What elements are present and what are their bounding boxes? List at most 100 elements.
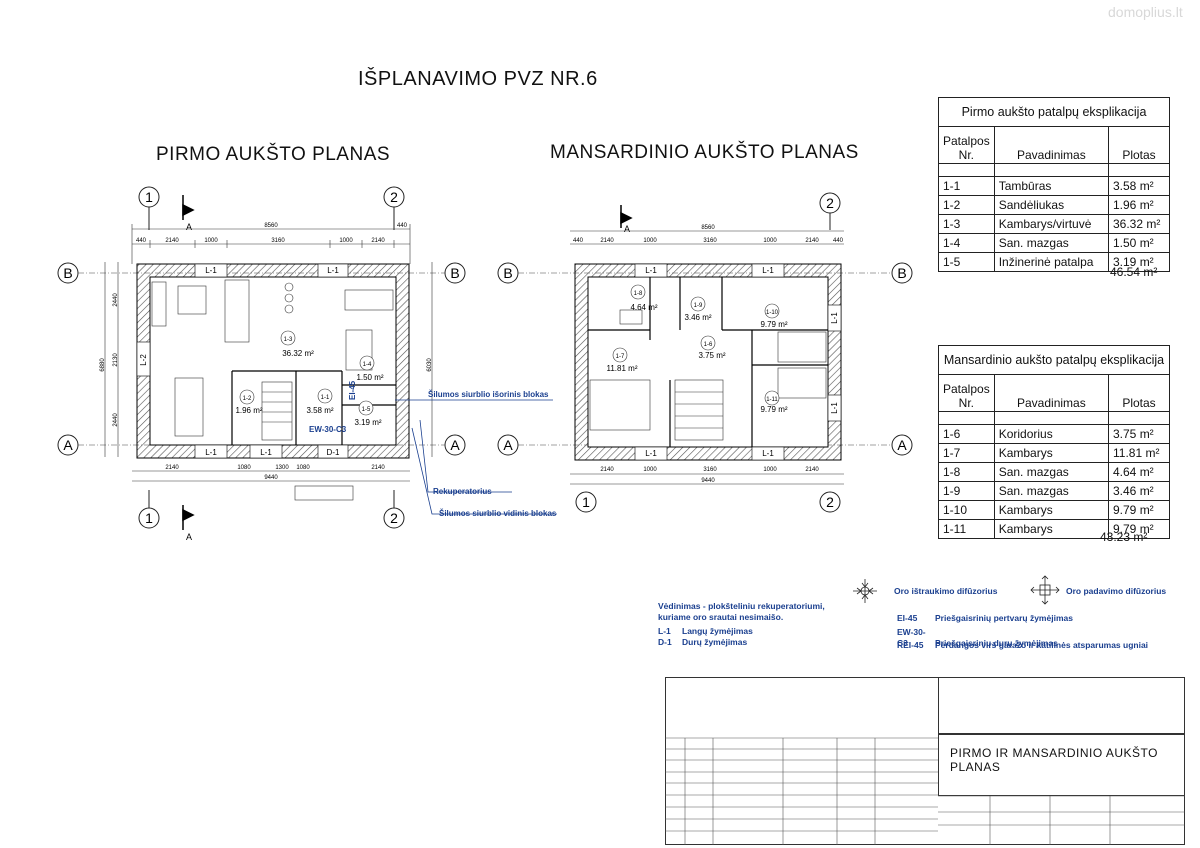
cell-area: 1.50 m² [1108, 233, 1170, 253]
table1-header: Pavadinimas [993, 126, 1110, 164]
room-area: 3.19 m² [354, 418, 381, 427]
plan1-title: PIRMO AUKŠTO PLANAS [156, 144, 391, 165]
window-tag: L-1 [260, 448, 272, 457]
dim-top: 440 [573, 238, 584, 244]
dim-bottom: 2140 [371, 465, 385, 471]
table-first-floor: Pirmo aukšto patalpų eksplikacija Patalp… [938, 97, 1170, 272]
axis-label-2: 2 [826, 195, 834, 211]
dim-total-top: 8560 [264, 223, 278, 229]
axis-label-2: 2 [826, 494, 834, 510]
room-area: 11.81 m² [607, 364, 638, 373]
watermark: domoplius.lt [1108, 4, 1183, 20]
room-area: 4.64 m² [630, 303, 657, 312]
axis-1-top [138, 186, 160, 230]
dim-bottom: 1000 [763, 467, 777, 473]
room-area: 36.32 m² [282, 349, 314, 358]
cell-area: 3.58 m² [1108, 176, 1170, 196]
cell-area: 1.96 m² [1108, 195, 1170, 215]
table2-header: Pavadinimas [993, 374, 1110, 412]
table1-header: Plotas [1108, 126, 1170, 164]
cell-nr: 1-11 [938, 519, 995, 539]
dim-top: 440 [833, 238, 844, 244]
axis-label-2-bottom: 2 [390, 510, 398, 526]
table2-total: 43.23 m² [1100, 530, 1148, 544]
dim-total: 8560 [701, 225, 715, 231]
dim-top: 2140 [371, 238, 385, 244]
cell-nr: 1-2 [938, 195, 995, 215]
legend-text: Durų žymėjimas [682, 637, 748, 647]
room-area: 9.79 m² [760, 320, 787, 329]
title-block-title: PIRMO IR MANSARDINIO AUKŠTO PLANAS [950, 746, 1158, 774]
dim-bottom: 3160 [703, 467, 717, 473]
cell-nr: 1-8 [938, 462, 995, 482]
svg-text:A: A [186, 532, 192, 542]
axis-label-A-right: A [450, 437, 460, 453]
cell-area: 3.46 m² [1108, 481, 1170, 501]
axis-label-B: B [897, 265, 906, 281]
first-floor-plan: 1 2 A A 8560 440 2140 1000 3160 1000 214… [57, 186, 557, 542]
dim-top: 1000 [339, 238, 353, 244]
axis-label-A: A [503, 437, 513, 453]
dim-top: 1000 [643, 238, 657, 244]
room-id: 1-3 [284, 337, 293, 343]
legend-text: Langų žymėjimas [682, 626, 753, 636]
window-tag: L-1 [327, 266, 339, 275]
legend-code: L-1 [658, 626, 671, 636]
room-id: 1-6 [704, 342, 713, 348]
cell-nr: 1-3 [938, 214, 995, 234]
cell-name: Inžinerinė patalpa [993, 252, 1110, 272]
cell-name: San. mazgas [993, 481, 1110, 501]
axis-label-B-right: B [450, 265, 459, 281]
svg-text:A: A [624, 224, 630, 234]
cell-nr: 1-10 [938, 500, 995, 520]
window-tag: L-1 [205, 448, 217, 457]
window-tag: L-1 [205, 266, 217, 275]
room-id: 1-2 [243, 396, 252, 402]
room-area: 3.46 m² [684, 313, 711, 322]
dim-top: 2140 [805, 238, 819, 244]
legend-text: Priešgaisrinių pertvarų žymėjimas [935, 613, 1073, 623]
dim-left: 2440 [113, 293, 119, 307]
cell-name: Kambarys [993, 519, 1110, 539]
cell-name: San. mazgas [993, 462, 1110, 482]
fire-mark-ei45: EI-45 [348, 380, 357, 400]
fire-mark-ew: EW-30-C3 [309, 425, 347, 434]
cell-nr: 1-4 [938, 233, 995, 253]
cell-nr: 1-5 [938, 252, 995, 272]
axis-label-1: 1 [582, 494, 590, 510]
cell-area: 9.79 m² [1108, 500, 1170, 520]
room-id: 1-4 [363, 362, 372, 368]
room-id: 1-5 [362, 407, 371, 413]
window-tag: L-2 [139, 354, 148, 366]
cell-area: 11.81 m² [1108, 443, 1170, 463]
axis-label-A-left: A [63, 437, 73, 453]
dim-top: 1000 [204, 238, 218, 244]
axis-label-1-bottom: 1 [145, 510, 153, 526]
dim-bottom: 1080 [296, 465, 310, 471]
dim-top: 3160 [703, 238, 717, 244]
cell-nr: 1-9 [938, 481, 995, 501]
legend-exhaust: Oro ištraukimo difūzorius [894, 586, 998, 596]
cell-nr: 1-6 [938, 424, 995, 444]
cell-name: Tambūras [993, 176, 1110, 196]
dim-top: 440 [136, 238, 147, 244]
room-id: 1-8 [634, 291, 643, 297]
legend-text: Priešgaisrinių durų žymėjimas [935, 638, 1058, 648]
title-block-title-cell [938, 734, 1185, 796]
dim-top: 2140 [600, 238, 614, 244]
window-tag: L-1 [645, 266, 657, 275]
dim-left-total: 6880 [100, 358, 106, 372]
window-tag: L-1 [762, 266, 774, 275]
room-area: 1.50 m² [356, 373, 383, 382]
mansard-floor-plan: 2 B B A A 1 2 A 8560 9440 440 2140 1000 … [497, 192, 913, 513]
dim-left: 2130 [113, 353, 119, 367]
dim-bottom: 1000 [643, 467, 657, 473]
supply-diffuser-icon [1030, 575, 1060, 605]
axis-label-B: B [503, 265, 512, 281]
svg-text:A: A [186, 222, 192, 232]
title-block-top-cell [938, 677, 1185, 734]
cell-nr: 1-7 [938, 443, 995, 463]
legend-code: EI-45 [897, 613, 918, 623]
